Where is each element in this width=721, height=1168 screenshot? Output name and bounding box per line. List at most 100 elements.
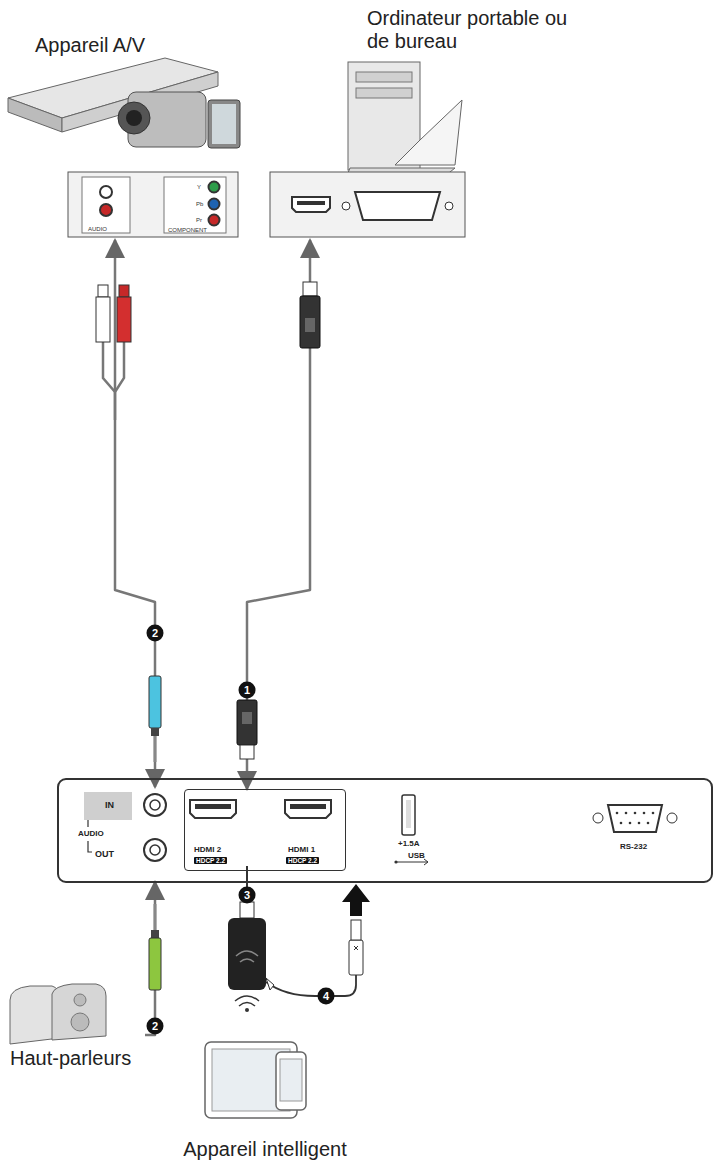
callout-number: 1 — [239, 682, 256, 699]
smart-device — [205, 1042, 306, 1118]
projector-ports — [625, 812, 628, 815]
node-text: +1.5A — [398, 839, 420, 848]
usb-cable — [266, 975, 356, 996]
speakers — [71, 1013, 89, 1031]
node-text: HDMI 2 — [194, 845, 221, 854]
speakers — [74, 994, 86, 1006]
projector-ports — [84, 792, 677, 865]
rca-plugs — [96, 285, 131, 420]
projector-ports — [647, 822, 650, 825]
node-text: HDCP 2.2 — [194, 857, 227, 864]
node-text: Haut-parleurs — [10, 1047, 131, 1070]
av-connector-panel — [209, 199, 220, 210]
projector-ports — [285, 800, 331, 818]
av-device — [8, 98, 62, 132]
projector-ports — [620, 822, 623, 825]
wireless-dongle — [236, 951, 258, 962]
usb-cable — [342, 884, 370, 916]
audio-plug-green — [151, 930, 159, 938]
wireless-dongle — [228, 918, 266, 990]
node-text: HDCP 2.2 — [286, 857, 319, 864]
wireless-dongle — [228, 866, 266, 1012]
projector-ports — [150, 845, 160, 855]
node-text: HDMI 1 — [288, 845, 315, 854]
av-device — [208, 100, 240, 148]
projector-ports — [290, 804, 326, 809]
audio-plug-green — [154, 904, 157, 930]
smart-device — [280, 1059, 302, 1101]
port-label: Pb — [196, 201, 203, 207]
projector-ports — [667, 813, 677, 823]
computer-connector-panel — [355, 192, 440, 220]
av-connector-panel — [209, 215, 220, 226]
projector-ports — [652, 812, 655, 815]
node-text: USB — [408, 851, 425, 860]
device-node: RS-232AUDIOINOUTHDMI 2HDCP 2.2HDMI 1HDCP… — [57, 778, 713, 883]
projector-ports — [608, 805, 662, 832]
av-connector-panel — [68, 172, 238, 237]
rca-plugs — [119, 285, 129, 297]
projector-ports — [402, 795, 415, 835]
av-connector-panel — [68, 172, 238, 237]
callout-number: 3 — [239, 887, 256, 904]
av-device — [212, 104, 236, 144]
node-text: Appareil intelligent — [160, 1138, 370, 1161]
projector-ports — [638, 822, 641, 825]
usb-cable — [266, 884, 370, 996]
speakers — [52, 984, 106, 1040]
usb-cable — [266, 978, 274, 990]
av-device — [126, 110, 142, 126]
device-node: AUDIOINOUT — [74, 787, 184, 882]
audio-plug-green — [149, 938, 161, 990]
device-node: HDMI 2 HDCP 2.2 HDMI 1 HDCP 2.2 — [184, 789, 346, 871]
computer-connector-panel — [297, 201, 325, 205]
port-label: Pr — [196, 217, 202, 223]
projector-ports — [593, 813, 603, 823]
device-node: +1.5A USB — [394, 792, 438, 870]
rca-plugs — [98, 285, 108, 297]
av-connector-panel — [100, 186, 112, 198]
wireless-dongle — [235, 996, 259, 1006]
device-node: Appareil intelligent — [160, 1030, 373, 1164]
audio-plug-blue — [154, 736, 157, 762]
computer-connector-panel — [292, 197, 330, 212]
node-text: IN — [105, 800, 114, 810]
projector-ports — [195, 804, 231, 809]
usb-cable — [349, 940, 363, 975]
audio-plug-blue — [151, 728, 159, 736]
node-text: RS-232 — [620, 842, 647, 851]
wireless-dongle — [240, 902, 254, 918]
projector-ports — [643, 812, 646, 815]
hdmi-plugs — [237, 700, 257, 745]
computer-connector-panel — [342, 202, 350, 210]
computer — [356, 72, 412, 82]
wireless-dongle — [245, 1008, 249, 1012]
av-device — [8, 58, 240, 148]
projector-ports — [144, 794, 166, 816]
hdmi-plugs — [237, 282, 320, 759]
hdmi-plugs — [300, 296, 320, 348]
av-connector-panel — [164, 177, 226, 233]
projector-ports — [629, 822, 632, 825]
rca-plugs — [117, 297, 131, 342]
audio-plug-blue — [149, 676, 161, 728]
node-text: OUT — [95, 849, 114, 859]
rca-plugs — [103, 342, 124, 420]
computer — [345, 62, 462, 180]
hdmi-plugs — [240, 745, 254, 759]
port-label: AUDIO — [88, 226, 107, 232]
device-node: Haut-parleurs — [5, 980, 145, 1075]
projector-ports — [616, 812, 619, 815]
hdmi-plugs — [303, 282, 317, 296]
hdmi-plugs — [305, 318, 315, 332]
av-connector-panel — [100, 204, 112, 216]
device-node: Appareil A/V — [5, 30, 245, 240]
projector-ports — [190, 800, 236, 818]
device-node: Ordinateur portable ou de bureau — [265, 5, 600, 240]
projector-ports — [616, 812, 655, 825]
port-label: Y — [197, 184, 201, 190]
speakers — [10, 984, 106, 1044]
projector-ports — [84, 792, 132, 820]
projector-ports — [150, 800, 160, 810]
